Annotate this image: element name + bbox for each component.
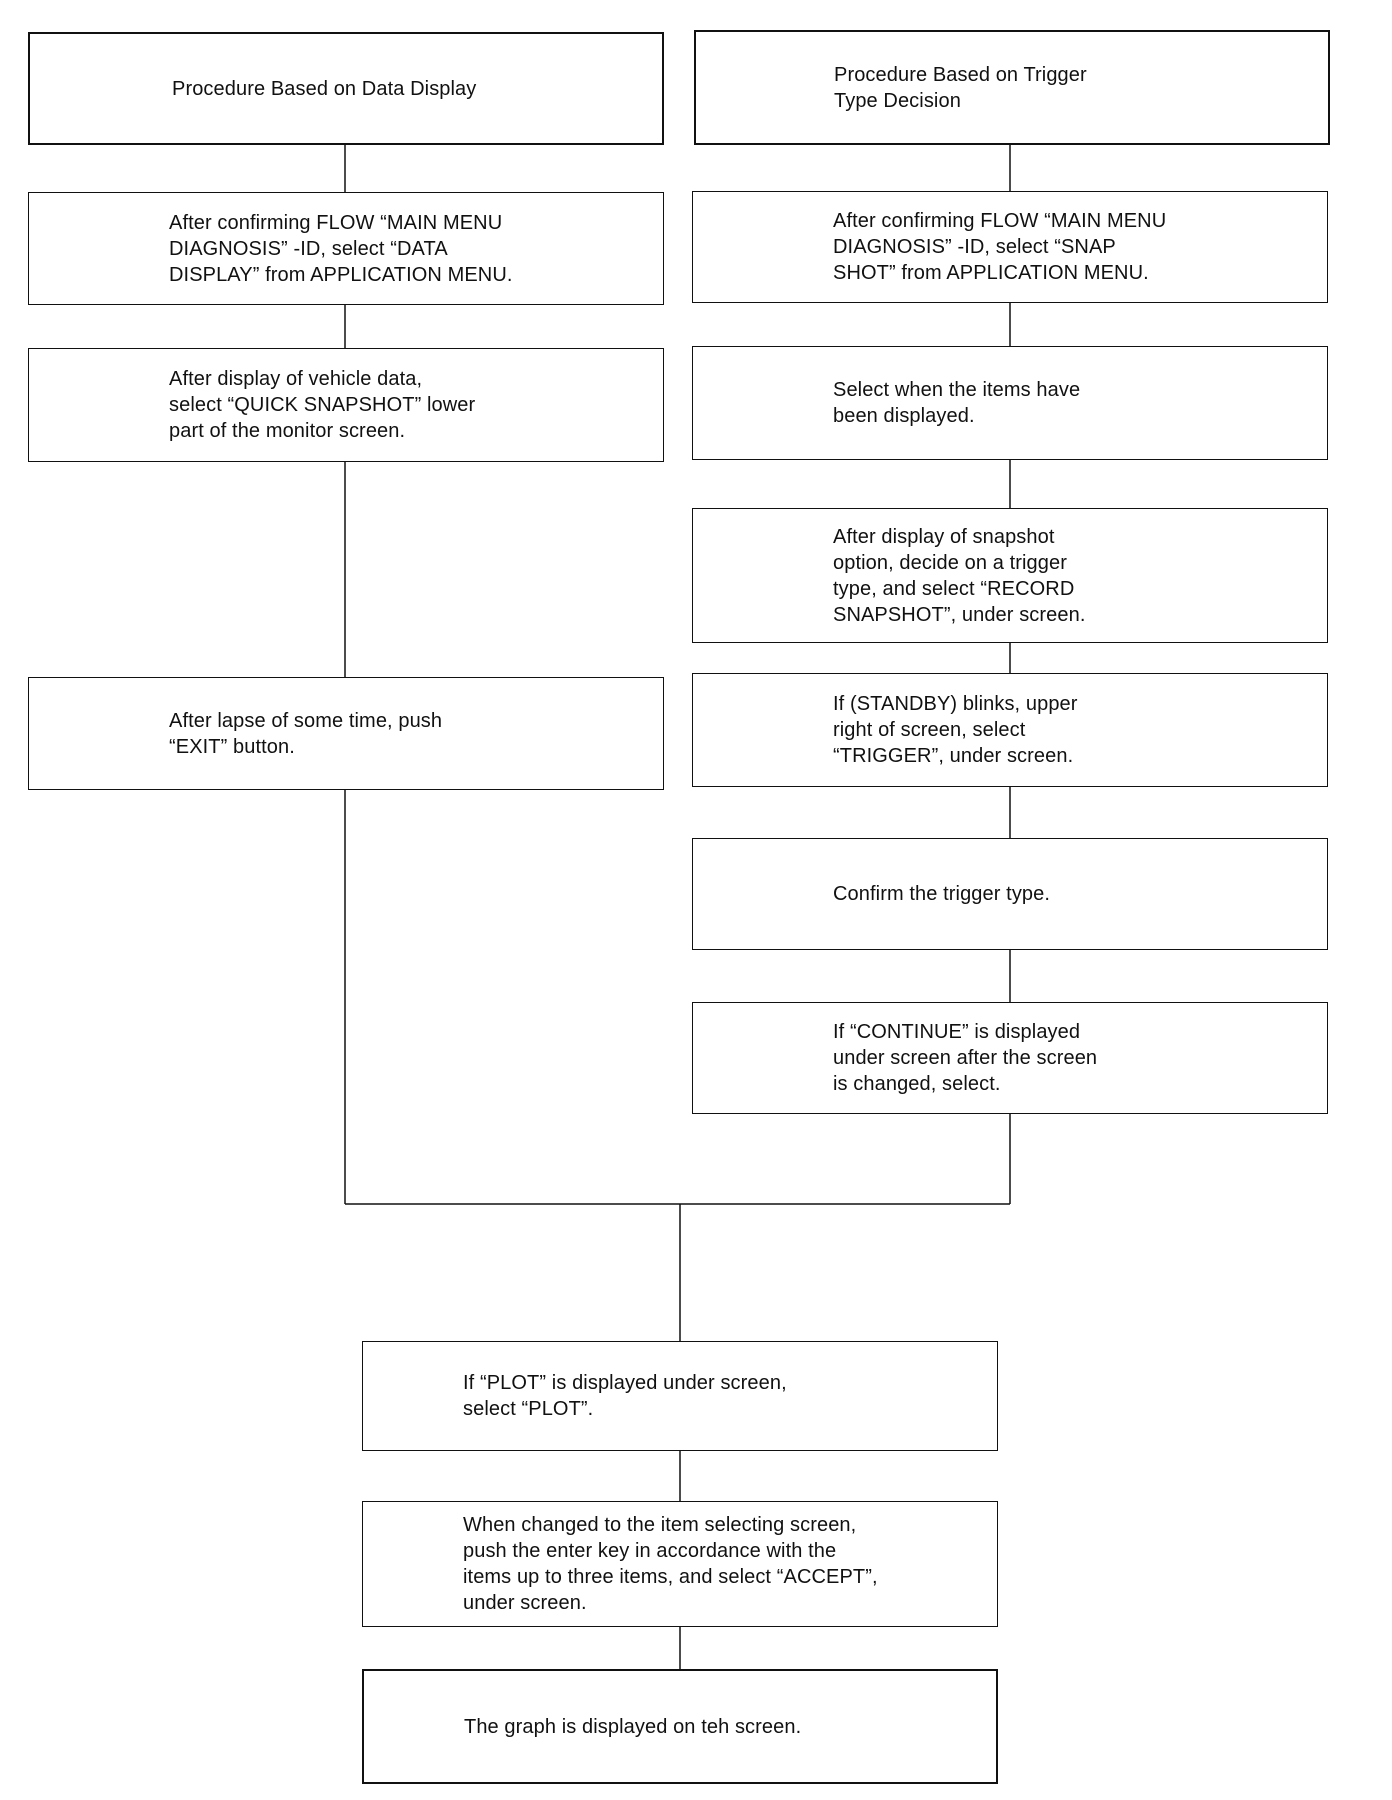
left-column-title: Procedure Based on Data Display bbox=[172, 77, 477, 100]
left-column-title-box: Procedure Based on Data Display bbox=[28, 32, 664, 145]
right-step-1-box: After confirming FLOW “MAIN MENU DIAGNOS… bbox=[692, 191, 1328, 303]
accept-step-box: When changed to the item selecting scree… bbox=[362, 1501, 998, 1627]
right-step-4-box: If (STANDBY) blinks, upper right of scre… bbox=[692, 673, 1328, 787]
left-step-1-box: After confirming FLOW “MAIN MENU DIAGNOS… bbox=[28, 192, 664, 305]
left-step-2-text: After display of vehicle data, select “Q… bbox=[169, 368, 476, 442]
right-step-5-text: Confirm the trigger type. bbox=[833, 883, 1051, 905]
right-step-3-text: After display of snapshot option, decide… bbox=[833, 525, 1086, 626]
plot-step-box: If “PLOT” is displayed under screen, sel… bbox=[362, 1341, 998, 1451]
left-step-1-text: After confirming FLOW “MAIN MENU DIAGNOS… bbox=[169, 211, 513, 286]
graph-step-text: The graph is displayed on teh screen. bbox=[464, 1715, 802, 1738]
right-step-2-text: Select when the items have been displaye… bbox=[833, 379, 1081, 427]
right-step-6-text: If “CONTINUE” is displayed under screen … bbox=[833, 1021, 1098, 1095]
left-step-3-box: After lapse of some time, push “EXIT” bu… bbox=[28, 677, 664, 790]
right-step-1-text: After confirming FLOW “MAIN MENU DIAGNOS… bbox=[833, 210, 1167, 284]
right-step-2-box: Select when the items have been displaye… bbox=[692, 346, 1328, 460]
plot-step-text: If “PLOT” is displayed under screen, sel… bbox=[463, 1372, 787, 1420]
right-step-3-box: After display of snapshot option, decide… bbox=[692, 508, 1328, 643]
right-step-6-box: If “CONTINUE” is displayed under screen … bbox=[692, 1002, 1328, 1114]
right-column-title: Procedure Based on Trigger Type Decision bbox=[834, 63, 1087, 112]
right-column-title-box: Procedure Based on Trigger Type Decision bbox=[694, 30, 1330, 145]
graph-step-box: The graph is displayed on teh screen. bbox=[362, 1669, 998, 1784]
left-step-3-text: After lapse of some time, push “EXIT” bu… bbox=[169, 709, 443, 758]
right-step-5-box: Confirm the trigger type. bbox=[692, 838, 1328, 950]
right-step-4-text: If (STANDBY) blinks, upper right of scre… bbox=[833, 693, 1078, 767]
left-step-2-box: After display of vehicle data, select “Q… bbox=[28, 348, 664, 462]
accept-step-text: When changed to the item selecting scree… bbox=[463, 1514, 878, 1614]
